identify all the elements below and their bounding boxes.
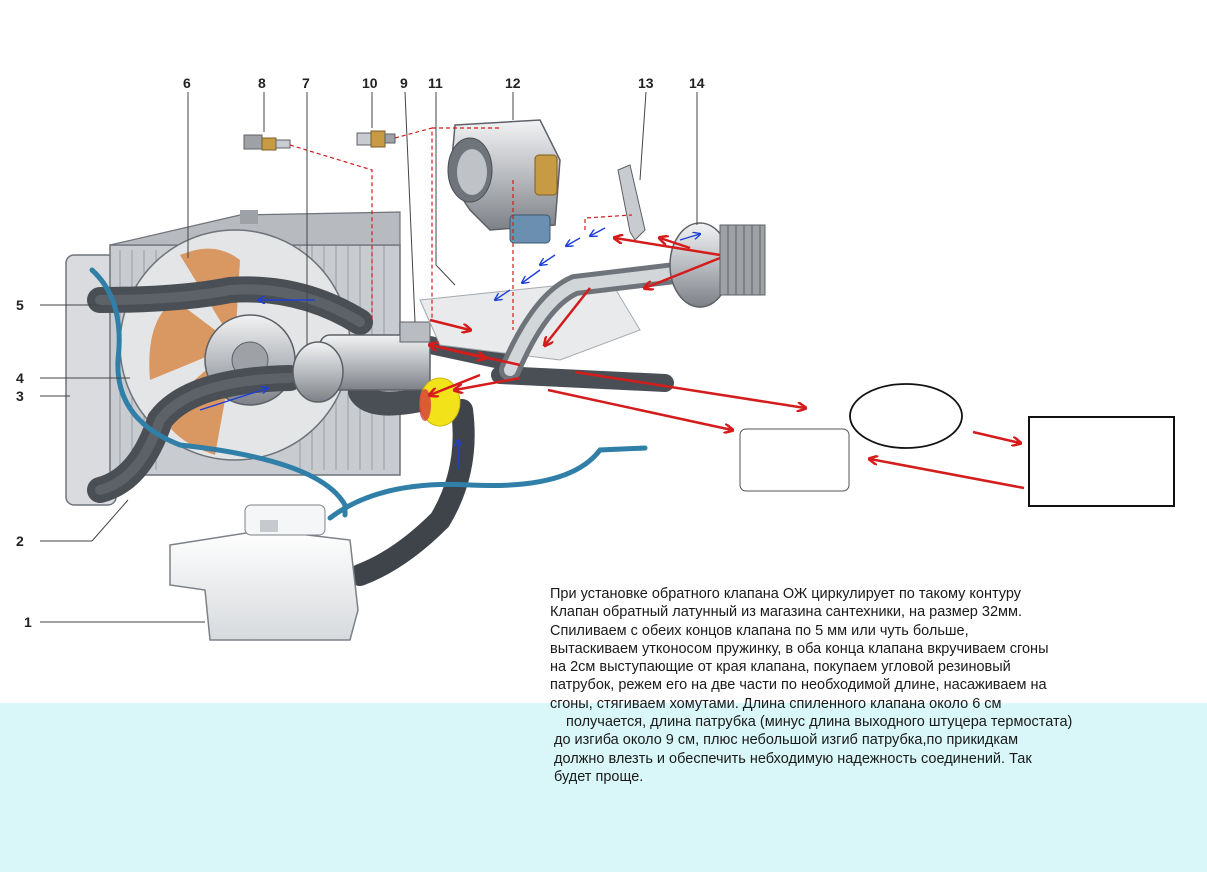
callout-2: 2 <box>16 533 24 549</box>
note-line: сгоны, стягиваем хомутами. Длина спиленн… <box>550 695 1002 712</box>
callout-5: 5 <box>16 297 24 313</box>
callout-1: 1 <box>24 614 32 630</box>
note-line: патрубок, режем его на две части по необ… <box>550 677 1047 694</box>
expansion-tank <box>169 504 359 641</box>
callout-7: 7 <box>302 75 310 91</box>
note-line: на 2см выступающие от края клапана, поку… <box>550 659 1011 676</box>
mounting-bracket <box>617 164 646 241</box>
water-pump <box>669 222 766 308</box>
coolant-pipe <box>499 259 711 381</box>
leader-lines <box>40 91 698 623</box>
callout-6: 6 <box>183 75 191 91</box>
callout-12: 12 <box>505 75 521 91</box>
coolant-sensor <box>356 130 396 148</box>
callout-numbers: 1 2 3 4 5 6 8 7 10 9 11 12 13 14 <box>16 75 705 630</box>
schematic-oval <box>849 383 963 449</box>
note-line: должно влезть и обеспечить небходимую на… <box>554 750 1032 767</box>
bottom-highlight-band <box>0 703 1207 872</box>
callout-4: 4 <box>16 370 24 386</box>
thermostat-housing <box>292 321 431 403</box>
note-line: получается, длина патрубка (минус длина … <box>566 714 1073 731</box>
callout-10: 10 <box>362 75 378 91</box>
callout-9: 9 <box>400 75 408 91</box>
red-flow-arrows <box>430 238 1025 490</box>
temperature-sensor <box>243 134 291 151</box>
thick-hoses <box>87 276 674 586</box>
schematic-box-right <box>1028 416 1175 507</box>
note-line: Клапан обратный латунный из магазина сан… <box>550 604 1022 621</box>
callout-8: 8 <box>258 75 266 91</box>
installation-note: При установке обратного клапана ОЖ цирку… <box>550 585 1150 786</box>
schematic-box-left <box>739 428 850 492</box>
note-line: Спиливаем с обеих концов клапана по 5 мм… <box>550 622 969 639</box>
note-line: до изгиба около 9 см, плюс небольшой изг… <box>554 732 1019 749</box>
callout-13: 13 <box>638 75 654 91</box>
callout-11: 11 <box>428 75 443 91</box>
thin-hoses <box>89 267 648 521</box>
callout-14: 14 <box>689 75 705 91</box>
dashed-connection-lines <box>289 127 633 330</box>
note-line: будет проще. <box>554 768 644 785</box>
note-line: вытаскиваем утконосом пружинку, в оба ко… <box>550 640 1049 657</box>
callout-3: 3 <box>16 388 24 404</box>
blue-flow-arrows <box>199 227 700 470</box>
throttle-body <box>447 119 561 244</box>
note-line: При установке обратного клапана ОЖ цирку… <box>550 586 1022 602</box>
